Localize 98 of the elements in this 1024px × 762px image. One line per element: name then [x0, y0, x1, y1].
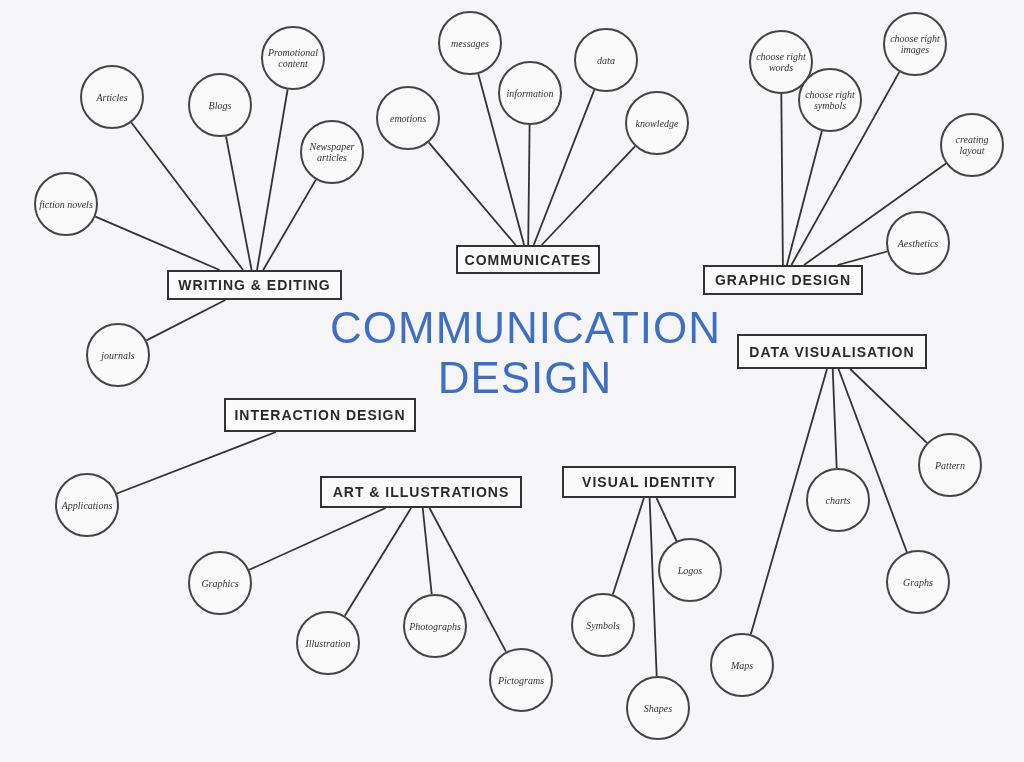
topic-label: Articles	[96, 91, 128, 103]
topic-circle	[300, 120, 364, 184]
category-box	[562, 466, 736, 498]
topic-circle	[658, 538, 722, 602]
topic-label: emotions	[389, 112, 427, 124]
topic-circle	[86, 323, 150, 387]
topic-label: information	[506, 87, 554, 99]
connector-line	[94, 215, 221, 271]
category-box	[224, 398, 416, 432]
topic-circle	[798, 68, 862, 132]
connector-line	[831, 368, 838, 469]
connector-line	[248, 507, 387, 571]
connector-line	[145, 299, 227, 342]
topic-circle	[34, 172, 98, 236]
topic-circle	[940, 113, 1004, 177]
connector-line	[849, 368, 928, 444]
topic-label: Graphics	[201, 577, 239, 589]
topic-circle	[188, 551, 252, 615]
category-label: ART & ILLUSTRATIONS	[332, 484, 510, 500]
category-box	[737, 334, 927, 369]
category-box	[167, 270, 342, 300]
topic-circle	[710, 633, 774, 697]
connector-line	[421, 507, 433, 596]
topic-circle	[498, 61, 562, 125]
connector-line	[655, 497, 678, 542]
topic-circle	[626, 676, 690, 740]
topic-label: Photographs	[409, 620, 461, 632]
topic-label: Graphs	[903, 576, 933, 588]
category-label: INTERACTION DESIGN	[234, 407, 406, 423]
topic-circle	[55, 473, 119, 537]
topic-label: Promotional content	[266, 47, 320, 69]
topic-circle	[886, 550, 950, 614]
topic-circle	[403, 594, 467, 658]
category-box	[320, 476, 522, 508]
connector-line	[532, 88, 596, 246]
connector-line	[527, 124, 531, 246]
connector-line	[540, 145, 636, 246]
connector-line	[780, 93, 784, 266]
topic-label: messages	[451, 37, 489, 49]
topic-label: creating layout	[954, 134, 990, 156]
connector-line	[611, 497, 645, 596]
topic-label: charts	[825, 494, 851, 506]
topic-circle	[883, 12, 947, 76]
topic-label: journals	[101, 349, 135, 361]
category-box	[456, 245, 600, 274]
topic-label: fiction novels	[39, 198, 93, 210]
connector-line	[225, 135, 253, 271]
topic-label: Shapes	[643, 702, 673, 714]
topic-circle	[571, 593, 635, 657]
topic-circle	[376, 86, 440, 150]
connector-line	[130, 121, 244, 271]
connector-line	[790, 71, 901, 266]
topic-label: Pattern	[935, 459, 965, 471]
category-label: VISUAL IDENTITY	[582, 474, 716, 490]
topic-label: Symbols	[586, 619, 620, 631]
topic-label: Applications	[61, 499, 113, 511]
connector-line	[836, 250, 888, 266]
category-label: COMMUNICATES	[464, 251, 592, 268]
category-label: GRAPHIC DESIGN	[714, 272, 852, 288]
topic-circle	[574, 28, 638, 92]
topic-label: choose right images	[889, 33, 941, 55]
connector-line	[428, 507, 507, 653]
topic-label: choose right words	[755, 51, 807, 73]
topic-circle	[261, 26, 325, 90]
topic-circle	[625, 91, 689, 155]
connector-line	[427, 141, 517, 246]
topic-circle	[886, 211, 950, 275]
topic-label: Logos	[677, 564, 703, 576]
topic-label: choose right symbols	[804, 89, 856, 111]
connector-line	[256, 88, 289, 271]
topic-circle	[188, 73, 252, 137]
topic-circle	[489, 648, 553, 712]
title: COMMUNICATION DESIGN	[330, 303, 720, 403]
topic-circle	[438, 11, 502, 75]
topic-label: Illustration	[305, 637, 351, 649]
topic-circle	[806, 468, 870, 532]
topic-label: Pictograms	[497, 674, 545, 686]
connector-line	[477, 73, 525, 246]
topic-circle	[296, 611, 360, 675]
topic-label: data	[597, 54, 615, 66]
connector-line	[749, 368, 828, 636]
connector-line	[837, 368, 908, 553]
connector-line	[262, 178, 317, 271]
category-label: DATA VISUALISATION	[749, 343, 915, 360]
connector-line	[343, 507, 412, 617]
topic-label: knowledge	[635, 117, 679, 129]
connector-line	[648, 497, 658, 677]
connector-line	[786, 130, 823, 266]
category-box	[703, 265, 863, 295]
topic-circle	[918, 433, 982, 497]
topic-label: Newspaper articles	[308, 141, 356, 163]
topic-label: Aesthetics	[897, 237, 939, 249]
connector-line	[803, 162, 947, 266]
topic-label: Blogs	[208, 99, 232, 111]
connector-line	[116, 431, 277, 495]
topic-label: Maps	[730, 659, 754, 671]
topic-circle	[80, 65, 144, 129]
category-label: WRITING & EDITING	[178, 277, 331, 293]
